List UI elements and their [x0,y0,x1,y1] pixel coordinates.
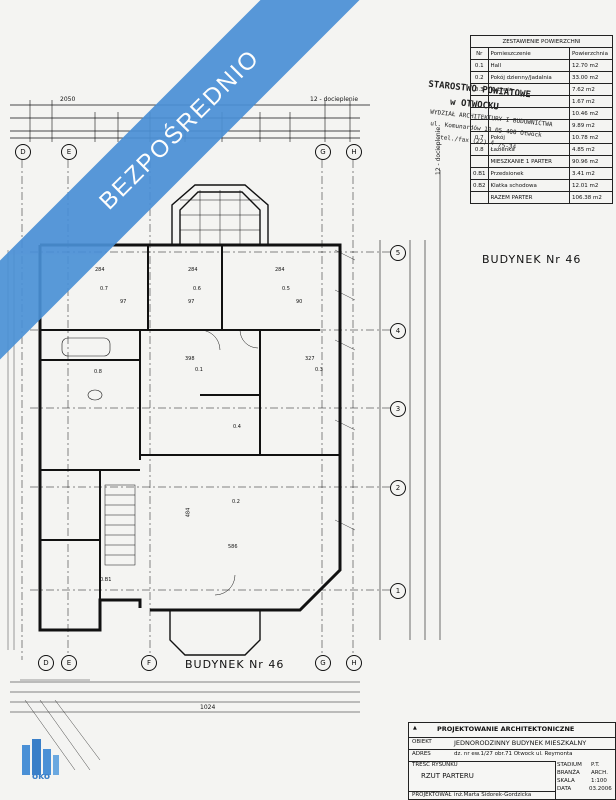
axis-marker-f-bottom: F [141,655,157,671]
room-dim: 586 [228,544,238,550]
axis-marker-1: 1 [390,583,406,599]
room-label: 0.4 [233,424,241,430]
axis-marker-2: 2 [390,480,406,496]
obiekt-label: OBIEKT [412,739,432,745]
row-nr: 0.2 [470,71,489,84]
adres-value: dz. nr ew.1/27 obr.71 Otwock ul. Reymont… [454,751,573,757]
room-dim: 97 [120,299,127,305]
stadium-value: P.T. [591,762,600,768]
tresc-label: TREŚĆ RYSUNKU [412,762,458,768]
axis-marker-d-top: D [15,144,31,160]
axis-marker-h-top: H [346,144,362,160]
room-label: 0.B1 [100,577,112,583]
axis-marker-3: 3 [390,401,406,417]
area-table-title: ZESTAWIENIE POWIERZCHNI [470,35,613,48]
logo-text: oko [32,772,51,782]
row-room: MIESZKANIE 1 PARTER [487,155,571,168]
row-area: 33.00 m2 [569,71,613,84]
branza-value: ARCH. [591,770,608,776]
room-label: 0.1 [195,367,203,373]
room-label: 0.5 [282,286,290,292]
axis-marker-g-top: G [315,144,331,160]
row-room: Przedsionek [487,167,571,180]
row-nr: 0.1 [470,59,489,72]
room-label: 0.8 [94,369,102,375]
skala-label: SKALA [557,778,575,784]
projektowal-value: inż.Marta Sidorek-Gordzicka [454,792,532,798]
table-row: 10.46 m2 [470,107,613,120]
row-area: 106.38 m2 [569,191,613,204]
row-area: 1.67 m2 [569,95,613,108]
axis-marker-g-bottom: G [315,655,331,671]
obiekt-value: JEDNORODZINNY BUDYNEK MIESZKALNY [454,739,587,747]
company-name: PROJEKTOWANIE ARCHITEKTONICZNE [437,725,575,733]
room-dim: 97 [188,299,195,305]
row-area: 4.85 m2 [569,143,613,156]
axis-marker-h-bottom: H [346,655,362,671]
row-area: 12.70 m2 [569,59,613,72]
row-nr [470,155,489,168]
col-header-room: Pomieszczenie [487,47,571,60]
row-area: 9.89 m2 [569,119,613,132]
room-dim: 284 [95,267,105,273]
branza-label: BRANŻA [557,770,580,776]
col-header-nr: Nr [470,47,489,60]
building-label-bottom: BUDYNEK Nr 46 [185,658,285,671]
axis-marker-4: 4 [390,323,406,339]
tresc-value: RZUT PARTERU [421,772,474,780]
col-header-area: Powierzchnia [569,47,613,60]
axis-marker-e-top: E [61,144,77,160]
row-area: 7.62 m2 [569,83,613,96]
projektowal-label: PROJEKTOWAŁ [412,792,452,798]
data-value: 03.2006 [589,786,612,792]
row-room: Klatka schodowa [487,179,571,192]
project-logo-icon: ▲ [413,725,417,731]
room-dim: 327 [305,356,315,362]
row-nr [470,191,489,204]
row-area: 10.78 m2 [569,131,613,144]
row-area: 90.96 m2 [569,155,613,168]
adres-label: ADRES [412,751,431,757]
dim-top-total: 2050 [60,96,76,103]
docieplenie-top: 12 - docieplenie [310,96,359,103]
axis-marker-5: 5 [390,245,406,261]
row-area: 12.01 m2 [569,179,613,192]
stadium-label: STADIUM [557,762,582,768]
axis-marker-e-bottom: E [61,655,77,671]
row-room: RAZEM PARTER [487,191,571,204]
title-block: ▲ PROJEKTOWANIE ARCHITEKTONICZNE OBIEKT … [408,722,616,800]
room-dim: 90 [296,299,303,305]
dim-bottom-total: 1024 [200,704,216,711]
room-dim: 284 [188,267,198,273]
row-area: 10.46 m2 [569,107,613,120]
axis-marker-d-bottom: D [38,655,54,671]
area-summary-table: ZESTAWIENIE POWIERZCHNI Nr Pomieszczenie… [470,35,613,204]
row-nr: 0.B1 [470,167,489,180]
agency-logo: oko [18,735,62,782]
row-area: 3.41 m2 [569,167,613,180]
building-label-right: BUDYNEK Nr 46 [482,253,582,266]
room-label: 0.3 [315,367,323,373]
row-room: Hall [487,59,571,72]
skala-value: 1:100 [591,778,607,784]
row-nr: 0.B2 [470,179,489,192]
room-dim: 284 [275,267,285,273]
data-label: DATA [557,786,572,792]
room-label: 0.2 [232,499,240,505]
room-dim: 484 [185,507,192,518]
room-dim: 398 [185,356,195,362]
room-label: 0.6 [193,286,201,292]
row-room: Pokój dzienny/Jadalnia [487,71,571,84]
building-logo-icon [22,739,59,775]
room-label: 0.7 [100,286,108,292]
